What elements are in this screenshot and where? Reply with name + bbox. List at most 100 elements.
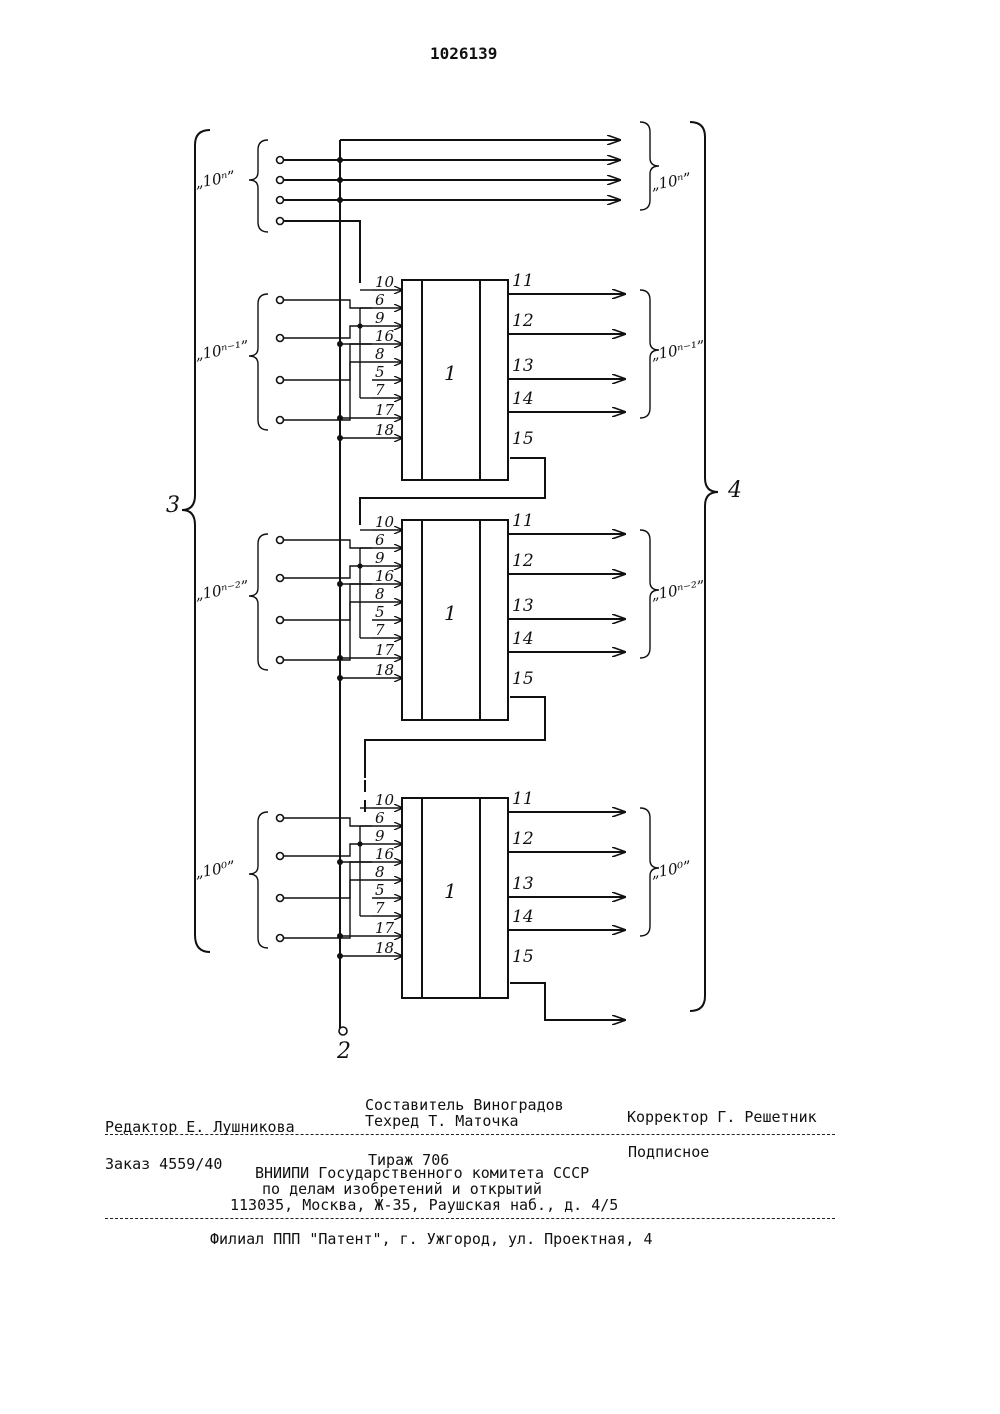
top-input-brace (249, 140, 268, 232)
stages: 11069168571718„10ⁿ⁻¹”1112131415„10ⁿ⁻¹”11… (194, 271, 707, 998)
left-pin-label: 16 (375, 327, 395, 345)
stage-input-label: „10⁰” (194, 857, 237, 882)
right-pin-label: 11 (512, 511, 534, 531)
right-pin-label: 14 (512, 629, 534, 649)
left-pin-label: 9 (375, 827, 385, 845)
stage-input-label: „10ⁿ⁻¹” (194, 337, 251, 364)
left-pin-label: 17 (375, 919, 395, 937)
right-pin-label: 15 (512, 669, 534, 689)
top-output-brace (640, 122, 659, 210)
input-terminal (277, 377, 284, 384)
left-pin-label: 8 (375, 345, 385, 363)
output-group-brace (690, 122, 718, 1011)
right-pin-label: 12 (512, 311, 534, 331)
stage-input-brace (249, 534, 268, 670)
right-pin-label: 11 (512, 789, 534, 809)
input-terminal (277, 297, 284, 304)
bus-junction (337, 675, 343, 681)
input-group-brace (182, 130, 210, 952)
input-terminal (277, 537, 284, 544)
top-input-group-label: „10ⁿ” (194, 167, 237, 192)
input-terminal (277, 895, 284, 902)
input-terminal (277, 617, 284, 624)
right-pin-label: 15 (512, 947, 534, 967)
right-pin-label: 14 (512, 907, 534, 927)
left-pin-label: 10 (375, 513, 395, 531)
bus-junction (337, 581, 343, 587)
digit-input-line (284, 362, 372, 420)
right-pin-label: 13 (512, 356, 534, 376)
stage-output-label: „10ⁿ⁻¹” (650, 337, 707, 364)
footer-order: Заказ 4559/40 (105, 1155, 222, 1173)
bus-junction (337, 859, 343, 865)
stage-output-label: „10⁰” (650, 857, 693, 882)
right-pin-label: 15 (512, 429, 534, 449)
divider-1 (105, 1134, 835, 1135)
digit-input-line (284, 540, 372, 548)
left-pin-label: 7 (375, 621, 385, 639)
input-terminal (277, 935, 284, 942)
left-pin-label: 10 (375, 273, 395, 291)
digit-input-line (284, 880, 372, 938)
left-pin-label: 6 (375, 291, 385, 309)
input-group-label: 3 (166, 493, 180, 518)
footer-branch: Филиал ППП "Патент", г. Ужгород, ул. Про… (210, 1230, 653, 1248)
stage-1: 1 106916857 17 18 „10ⁿ⁻¹” 11 12 13 14 15 „10ⁿ⁻¹” (194, 271, 707, 480)
left-pin-label: 10 (375, 791, 395, 809)
input-terminal (277, 815, 284, 822)
right-pin-label: 11 (512, 271, 534, 291)
left-pin-label: 6 (375, 809, 385, 827)
left-pin-label: 16 (375, 567, 395, 585)
input-terminal (277, 575, 284, 582)
stage-input-label: „10ⁿ⁻²” (194, 577, 251, 604)
footer-techred: Техред Т. Маточка (365, 1112, 519, 1130)
left-pin-label: 18 (375, 939, 394, 957)
left-pin-label: 7 (375, 899, 385, 917)
input-terminal (277, 853, 284, 860)
right-pin-label: 12 (512, 551, 534, 571)
left-pin-label: 5 (375, 363, 385, 381)
input-terminal (277, 335, 284, 342)
stage-input-brace (249, 294, 268, 430)
bus-label: 2 (336, 1039, 351, 1064)
stage-input-brace (249, 812, 268, 948)
left-pin-label: 7 (375, 381, 385, 399)
footer-subscription: Подписное (628, 1143, 709, 1161)
stage-2: 1 106916857 17 18 „10ⁿ⁻²” 11 12 13 14 15 „10ⁿ⁻²” (194, 511, 707, 720)
block-label: 1 (444, 601, 457, 625)
top-digit-lines (277, 157, 621, 284)
bus-junction (337, 953, 343, 959)
digit-input-line (284, 602, 372, 660)
left-pin-label: 18 (375, 661, 394, 679)
right-pin-label: 14 (512, 389, 534, 409)
block-label: 1 (444, 879, 457, 903)
bus-junction (337, 341, 343, 347)
left-pin-label: 8 (375, 863, 385, 881)
digit-input-line (284, 818, 372, 826)
input-terminal (277, 657, 284, 664)
circuit-diagram: 3 4 2 „10ⁿ” „10ⁿ” 11069168571718„10ⁿ⁻¹”1… (0, 0, 1000, 1080)
digit-input-line (284, 300, 372, 308)
left-pin-label: 17 (375, 641, 395, 659)
left-pin-label: 5 (375, 881, 385, 899)
right-pin-label: 13 (512, 874, 534, 894)
right-pin-label: 12 (512, 829, 534, 849)
footer-corrector: Корректор Г. Решетник (627, 1108, 817, 1126)
stage-3: 1 106916857 17 18 „10⁰” 11 12 13 14 15 „10⁰” (194, 789, 693, 998)
left-pin-label: 9 (375, 549, 385, 567)
block-label: 1 (444, 361, 457, 385)
stage-output-label: „10ⁿ⁻²” (650, 577, 707, 604)
left-pin-label: 6 (375, 531, 385, 549)
left-pin-label: 16 (375, 845, 395, 863)
footer-address: 113035, Москва, Ж-35, Раушская наб., д. … (230, 1196, 618, 1214)
left-pin-label: 17 (375, 401, 395, 419)
left-pin-label: 5 (375, 603, 385, 621)
bus-junction (337, 435, 343, 441)
top-output-group-label: „10ⁿ” (650, 169, 693, 194)
left-pin-label: 18 (375, 421, 394, 439)
left-pin-label: 9 (375, 309, 385, 327)
right-pin-label: 13 (512, 596, 534, 616)
left-pin-label: 8 (375, 585, 385, 603)
output-group-label: 4 (727, 478, 742, 503)
input-terminal (277, 417, 284, 424)
